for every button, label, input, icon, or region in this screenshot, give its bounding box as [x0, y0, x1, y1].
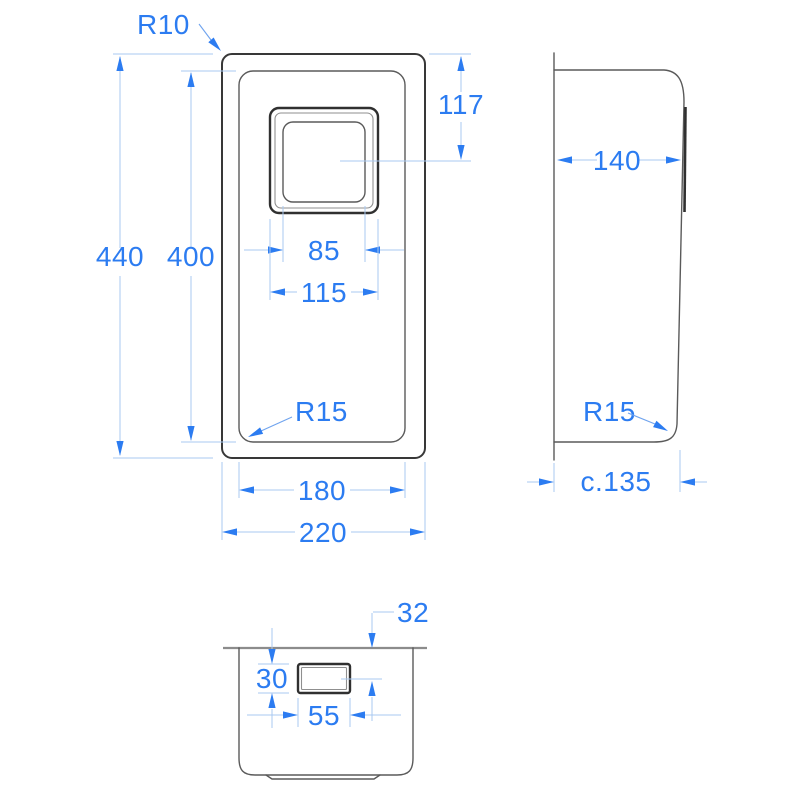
base-foot-line: [265, 774, 381, 780]
dimension-label: R10: [137, 9, 190, 40]
dimension-arrow: [390, 486, 405, 494]
dimension-arrow: [350, 711, 365, 719]
dimension-arrow: [268, 649, 276, 664]
dimension-label: 85: [308, 235, 340, 266]
dimension-label: 117: [438, 89, 484, 120]
dimension-label: c.135: [581, 466, 652, 497]
dimension-label: 440: [96, 241, 144, 272]
dimension-arrow: [680, 478, 695, 486]
dimension-arrow: [116, 56, 124, 71]
dimension-arrow: [457, 145, 465, 160]
dim-overall-length: 440: [96, 53, 213, 459]
dim-corner-radius-top: R10: [137, 9, 224, 54]
dimension-arrow: [239, 486, 254, 494]
dim-depth: 140: [557, 145, 681, 176]
bowl-outline: [238, 70, 406, 443]
sink-outline-outer: [221, 53, 426, 459]
side-profile-outline: [553, 69, 685, 443]
dimension-label: R15: [295, 396, 348, 427]
dimension-label: R15: [583, 396, 636, 427]
dimension-arrow: [363, 288, 378, 296]
leader-line: [198, 23, 212, 41]
dimension-arrow: [268, 693, 276, 708]
dimension-label: 30: [256, 663, 288, 694]
dimension-arrow: [653, 420, 670, 435]
dimension-arrow: [116, 441, 124, 456]
rim-edge-line: [683, 106, 687, 213]
dimension-arrow: [222, 528, 237, 536]
overflow-hole-inner: [300, 666, 348, 691]
dimension-arrow: [368, 633, 376, 648]
dim-bowl-length: 400: [167, 70, 236, 443]
dimension-arrow: [246, 427, 264, 441]
dimension-arrow: [539, 478, 554, 486]
front-section-view: 32 30 55: [223, 597, 429, 780]
dim-overflow-center-from-rim: 32: [341, 597, 429, 721]
dimension-label: 180: [298, 475, 346, 506]
dimension-arrow: [666, 156, 681, 164]
dim-base-corner-radius: R15: [583, 396, 670, 435]
dim-waste-center-from-top: 117: [340, 53, 484, 162]
dimension-arrow: [457, 56, 465, 71]
leader-line: [627, 412, 656, 425]
dim-waste-hole-width: 85: [244, 206, 404, 266]
dimension-label: 220: [299, 517, 347, 548]
dim-overflow-width: 55: [247, 698, 401, 731]
dimension-arrow: [410, 528, 425, 536]
bowl-section-outline: [238, 647, 414, 776]
dim-overflow-height: 30: [256, 628, 289, 728]
dimension-label: 32: [397, 597, 429, 628]
dimension-arrow: [270, 288, 285, 296]
dimension-arrow: [557, 156, 572, 164]
plan-view: R10 440 400: [96, 9, 484, 548]
dimension-label: 400: [167, 241, 215, 272]
dimension-label: 115: [301, 277, 347, 308]
dim-overall-width: 220: [221, 462, 426, 548]
dim-bowl-corner-radius: R15: [246, 396, 348, 441]
waste-hole: [282, 121, 366, 203]
dimension-label: 55: [308, 700, 340, 731]
dim-bowl-width: 180: [238, 462, 406, 506]
side-view: 140 R15 c.135: [527, 52, 707, 497]
leader-line: [260, 416, 293, 432]
dimension-arrow: [187, 72, 195, 87]
dimension-arrow: [187, 426, 195, 441]
dimension-label: 140: [593, 145, 641, 176]
dim-waste-flange-width: 115: [269, 219, 379, 308]
dimension-arrow: [283, 711, 298, 719]
dimension-arrow: [368, 681, 376, 696]
dim-underside-clearance: c.135: [527, 450, 707, 497]
